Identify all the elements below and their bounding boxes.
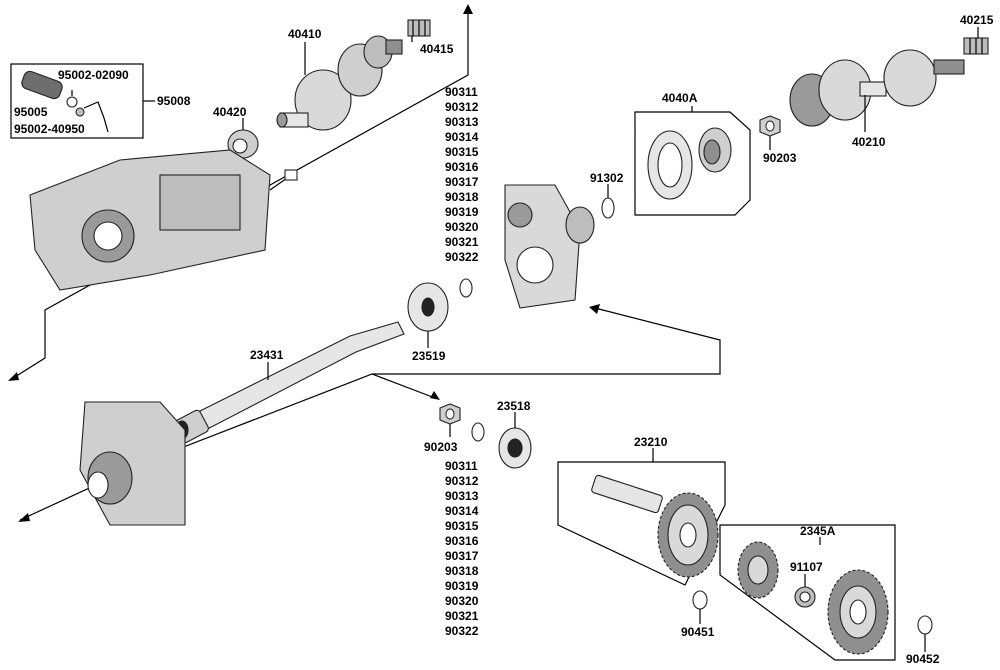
label-4040A: 4040A [662,91,698,105]
shim-list-bottom-item: 90313 [445,489,479,503]
label-95002-02090: 95002-02090 [58,68,129,82]
label-91107: 91107 [790,560,823,574]
gear-set-2345A[interactable] [737,541,889,655]
label-95002-40950: 95002-40950 [14,122,85,136]
kit-box-4040A [634,111,751,216]
lower-case[interactable] [79,401,186,526]
transaxle-case[interactable] [29,149,298,291]
shim-list-bottom-item: 90318 [445,564,479,578]
shim-list-top: 90311 90312 90313 90314 90315 90316 9031… [445,85,479,264]
shim-list-top-item: 90313 [445,115,479,129]
nut-90203-top[interactable] [759,115,781,137]
bearing-23518[interactable] [498,427,532,469]
group-box-23210 [557,461,726,586]
arrow-right-low [18,513,30,522]
case-half[interactable] [504,184,595,309]
shim-list-top-item: 90318 [445,190,479,204]
shim-upper[interactable] [459,278,473,298]
label-95008: 95008 [157,94,191,108]
seal-40420[interactable] [227,129,259,159]
arrow-up [463,4,473,14]
shaft-23431[interactable] [172,321,405,444]
arrow-to-nut [430,391,440,400]
guide-line-upper [9,10,469,381]
label-90452: 90452 [906,652,940,666]
spring-40215[interactable] [963,37,989,55]
shim-list-top-item: 90311 [445,85,478,99]
label-40210: 40210 [852,135,886,149]
group-box-2345A [719,524,896,661]
label-90203-mid: 90203 [424,440,458,454]
shim-list-bottom-item: 90315 [445,519,479,533]
shim-list-top-item: 90321 [445,235,479,249]
nut-90203-mid[interactable] [439,403,461,425]
needle-bearing-91107[interactable] [794,586,816,608]
washer-23519[interactable] [407,282,449,332]
shim-list-top-item: 90317 [445,175,479,189]
label-23210: 23210 [634,435,668,449]
shim-list-bottom-item: 90319 [445,579,479,593]
shim-list-top-item: 90319 [445,205,479,219]
label-91302: 91302 [590,171,624,185]
shim-list-top-item: 90322 [445,250,479,264]
arrow-left [8,372,19,381]
shim-list-bottom-item: 90311 [445,459,478,473]
cv-joint-40410[interactable] [276,35,403,131]
guide-line-shaft [371,373,436,399]
label-23519: 23519 [412,349,446,363]
breather-kit-95008[interactable] [20,70,109,133]
shim-list-bottom-item: 90321 [445,609,479,623]
shim-list-bottom-item: 90312 [445,474,479,488]
shim-list-bottom-item: 90314 [445,504,479,518]
shim-list-bottom-item: 90316 [445,534,479,548]
shim-list-top-item: 90315 [445,145,479,159]
leader-lines [242,27,979,652]
arrow-to-case [589,304,600,314]
label-40415: 40415 [420,42,454,56]
shim-lower[interactable] [471,422,485,442]
shim-list-bottom: 90311 90312 90313 90314 90315 90316 9031… [445,459,479,638]
label-23431: 23431 [250,348,284,362]
gear-shaft-23210[interactable] [591,474,719,578]
shim-list-bottom-item: 90322 [445,624,479,638]
label-40420: 40420 [213,105,247,119]
label-90451: 90451 [681,625,715,639]
label-2345A: 2345A [800,524,836,538]
label-23518: 23518 [497,399,531,413]
spring-40415[interactable] [407,19,431,37]
washer-90451[interactable] [692,590,708,610]
label-40215: 40215 [960,13,994,27]
label-40410: 40410 [288,27,322,41]
label-90203-top: 90203 [763,151,797,165]
shim-list-bottom-item: 90320 [445,594,479,608]
washer-90452[interactable] [917,615,933,635]
shim-list-top-item: 90314 [445,130,479,144]
shim-list-top-item: 90312 [445,100,479,114]
seal-kit-4040A[interactable] [647,127,732,200]
o-ring-91302[interactable] [601,197,615,219]
shim-list-top-item: 90316 [445,160,479,174]
label-95005: 95005 [14,105,48,119]
cv-axle-40210[interactable] [789,49,965,127]
shim-list-top-item: 90320 [445,220,479,234]
shim-list-bottom-item: 90317 [445,549,479,563]
